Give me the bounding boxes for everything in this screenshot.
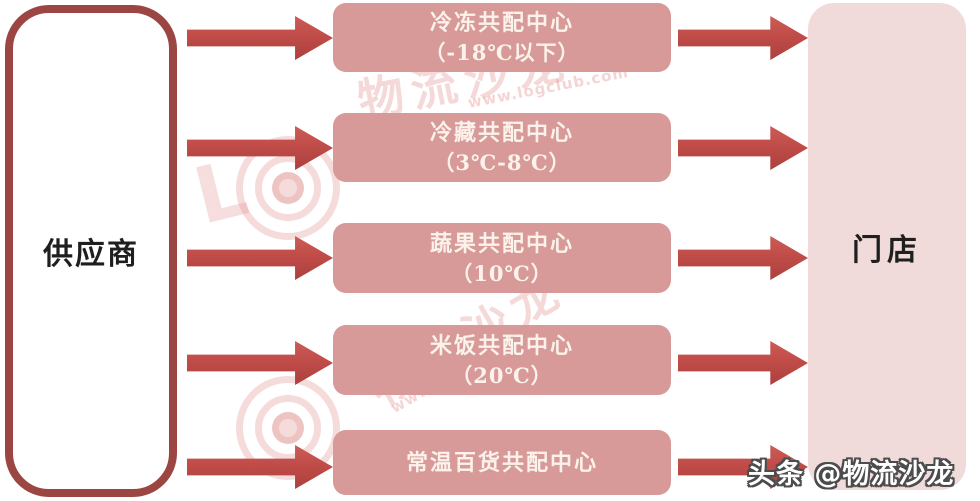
watermark-logo-letter: L <box>185 143 256 243</box>
arrow-right-icon <box>187 16 333 60</box>
supplier-box: 供应商 <box>5 5 177 497</box>
arrow-right-icon <box>187 236 333 280</box>
center-box-produce: 蔬果共配中心 （10℃） <box>333 223 671 293</box>
center-name: 米饭共配中心 <box>429 332 574 359</box>
arrow-right-icon <box>678 341 808 385</box>
watermark-ring <box>255 395 321 461</box>
center-name: 蔬果共配中心 <box>429 230 574 257</box>
center-name: 冷藏共配中心 <box>429 120 574 146</box>
store-label: 门店 <box>852 232 922 268</box>
arrow-right-icon <box>187 126 333 170</box>
center-temp: （20℃） <box>451 362 553 388</box>
center-temp: （-18℃以下） <box>424 40 580 65</box>
store-box: 门店 <box>808 3 966 490</box>
arrow-right-icon <box>187 341 333 385</box>
watermark-ring <box>272 172 304 204</box>
center-temp: （3℃-8℃） <box>433 150 571 175</box>
center-box-refrigerated: 冷藏共配中心 （3℃-8℃） <box>333 113 671 182</box>
arrow-right-icon <box>678 126 808 170</box>
arrow-right-icon <box>678 16 808 60</box>
center-name: 冷冻共配中心 <box>429 10 574 36</box>
arrow-right-icon <box>678 236 808 280</box>
watermark-ring <box>272 412 304 444</box>
attribution-text: 头条 @物流沙龙 <box>748 459 955 490</box>
center-name: 常温百货共配中心 <box>405 449 598 476</box>
supplier-label: 供应商 <box>43 237 139 272</box>
arrow-right-icon <box>187 445 333 489</box>
watermark-ring <box>255 155 321 221</box>
center-temp: （10℃） <box>451 260 553 286</box>
center-box-rice: 米饭共配中心 （20℃） <box>333 325 671 395</box>
center-box-ambient-goods: 常温百货共配中心 <box>333 430 671 495</box>
center-box-frozen: 冷冻共配中心 （-18℃以下） <box>333 3 671 72</box>
